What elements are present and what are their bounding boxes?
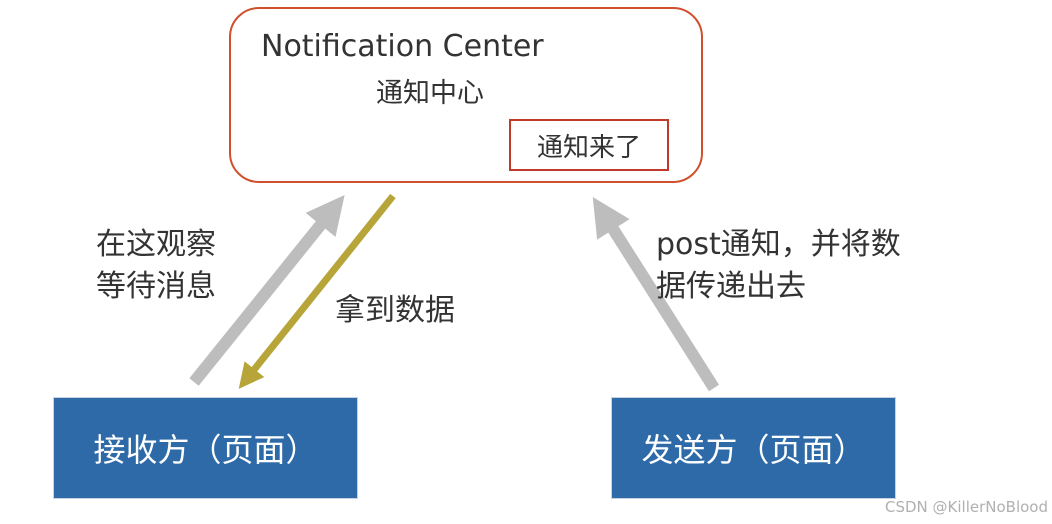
observe-label-line-2: 等待消息 <box>96 269 216 304</box>
post-label-line-2: 据传递出去 <box>656 269 806 304</box>
data-delivery-arrow <box>238 193 396 389</box>
observe-arrow <box>189 195 345 386</box>
notification-arrived-tag: 通知来了 <box>509 119 669 171</box>
watermark: CSDN @KillerNoBlood <box>884 498 1048 516</box>
observe-label: 在这观察 等待消息 <box>96 224 216 308</box>
post-label: post通知，并将数 据传递出去 <box>656 224 901 308</box>
post-label-line-1: post通知，并将数 <box>656 227 901 262</box>
sender-page-box: 发送方（页面） <box>612 398 895 498</box>
post-arrow <box>592 197 720 392</box>
notification-center-subtitle: 通知中心 <box>376 78 484 109</box>
notification-center-title: Notification Center <box>261 29 544 64</box>
get-data-label: 拿到数据 <box>335 293 455 328</box>
notification-center-box: Notification Center 通知中心 通知来了 <box>229 7 703 183</box>
observe-label-line-1: 在这观察 <box>96 227 216 262</box>
receiver-page-box: 接收方（页面） <box>54 398 357 498</box>
